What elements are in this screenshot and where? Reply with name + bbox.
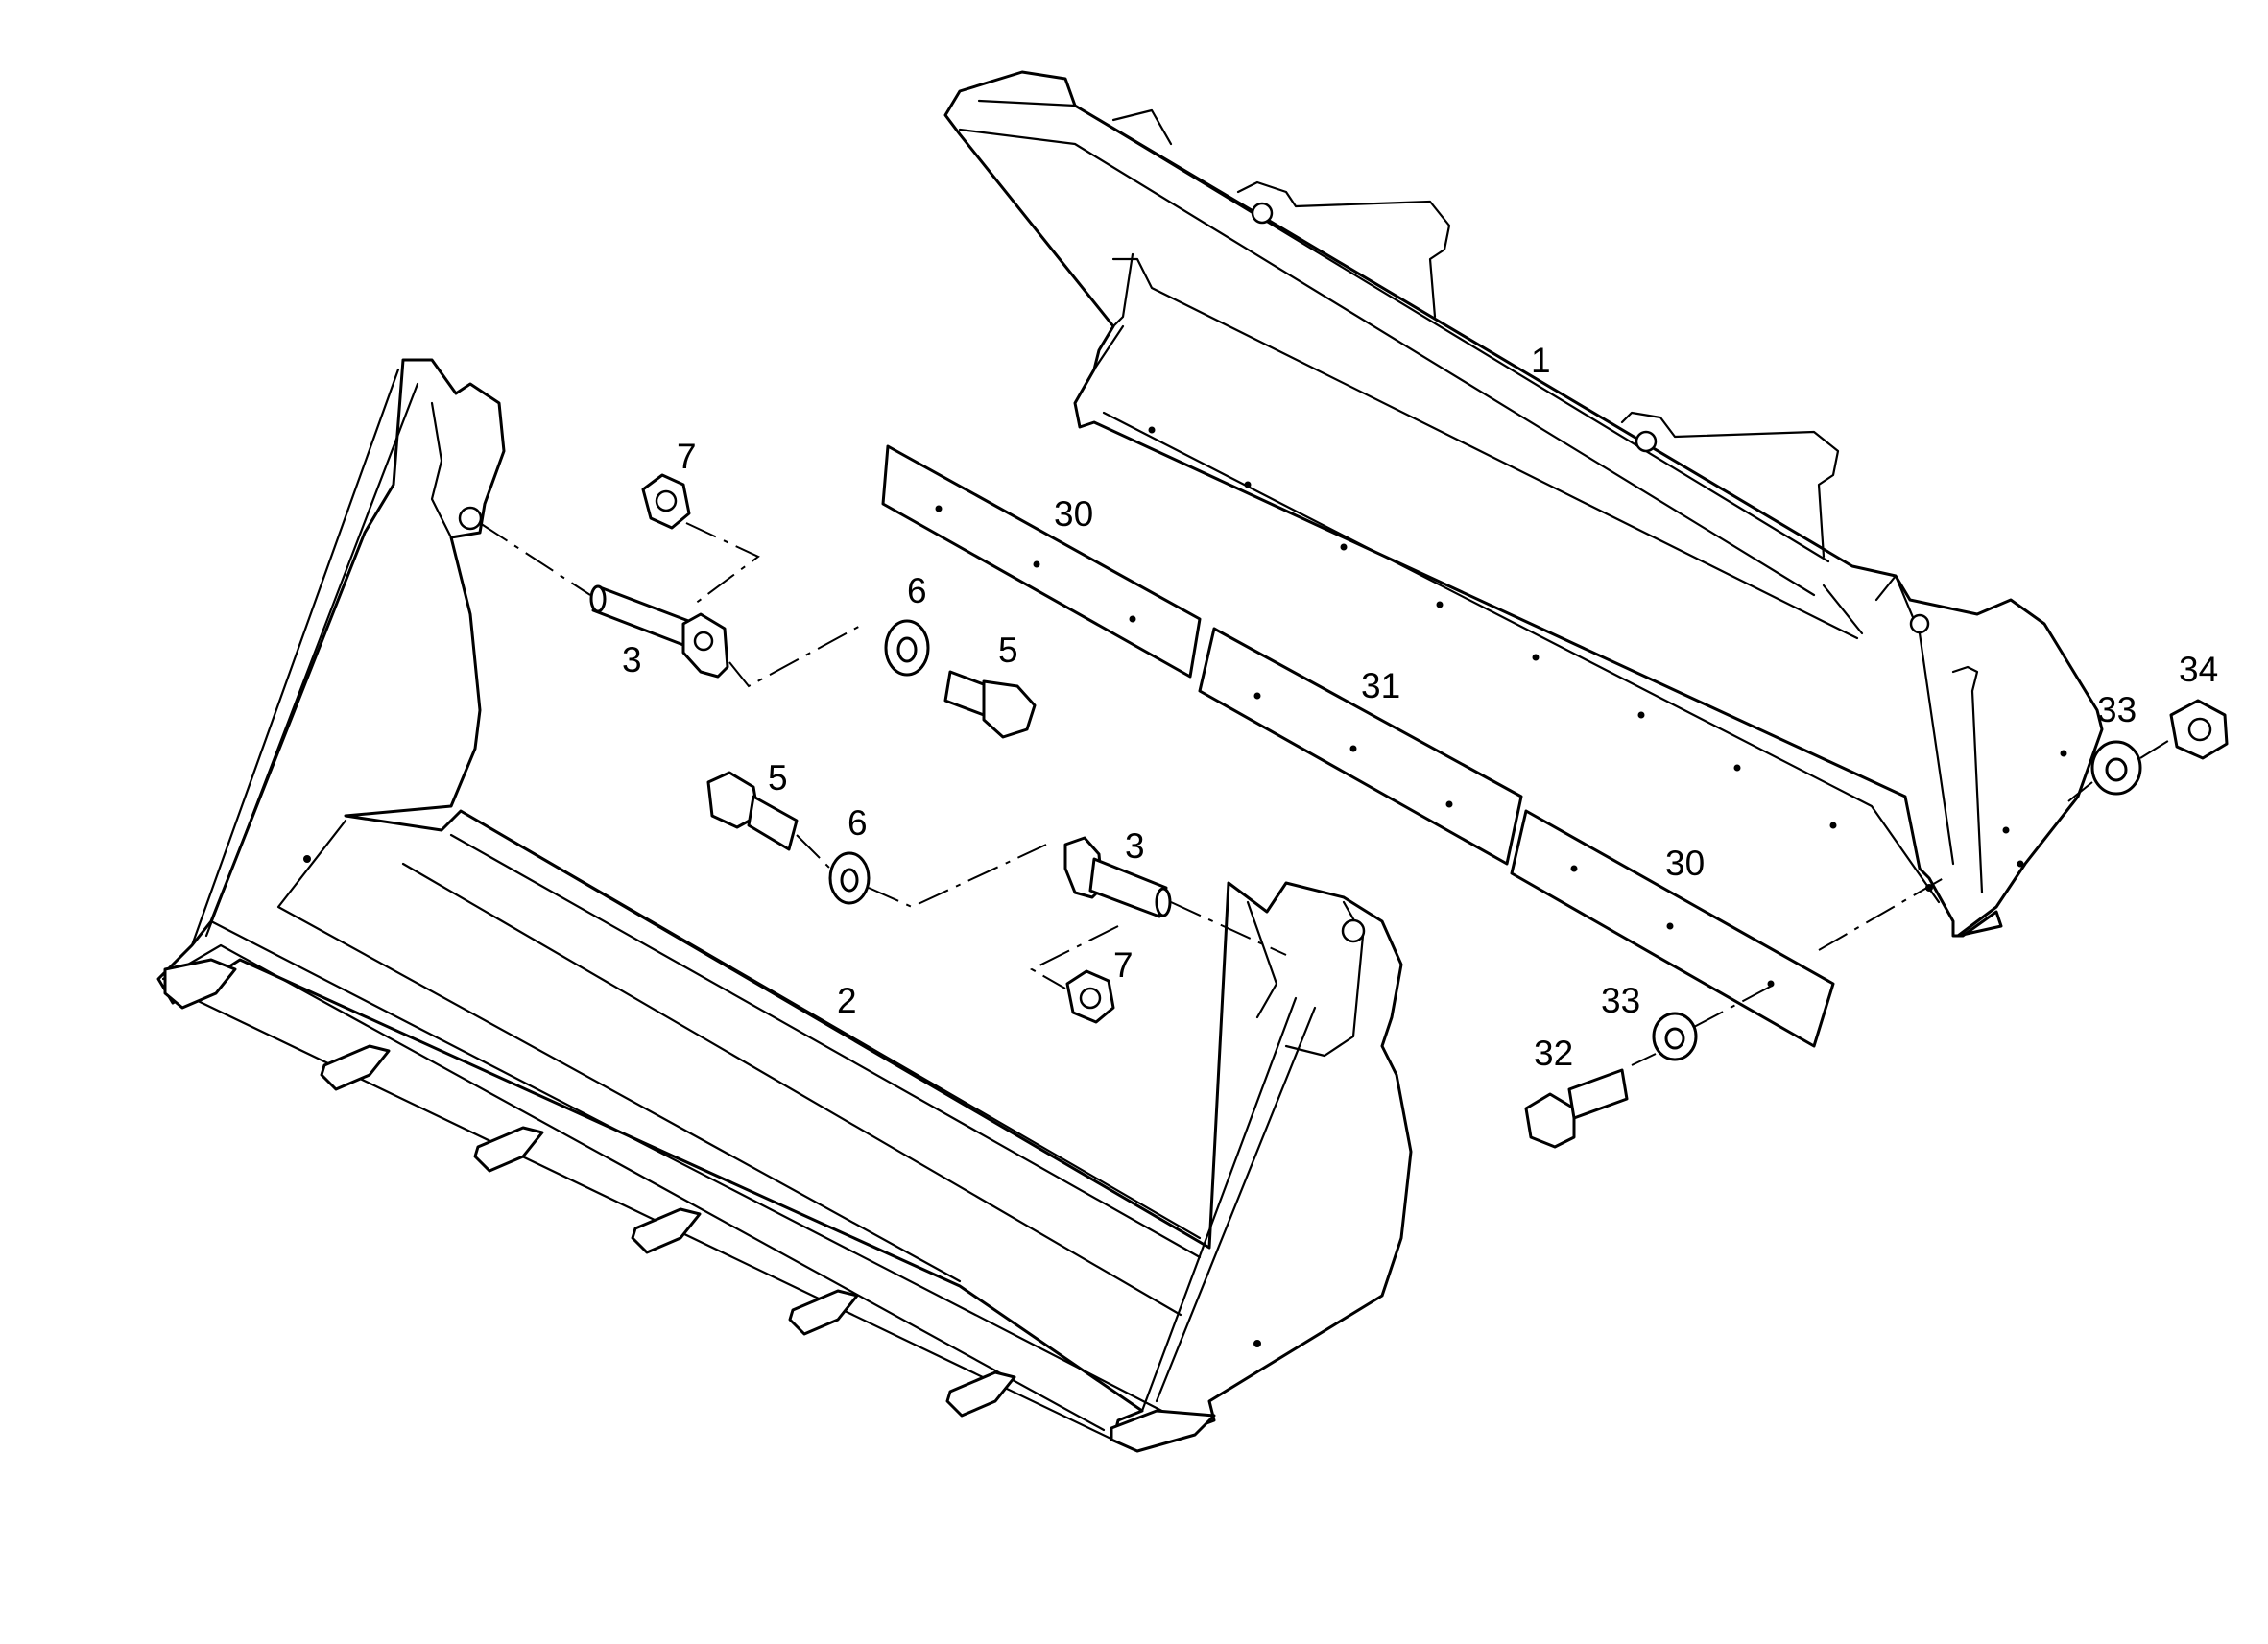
callout-6-upper: 6 bbox=[907, 571, 927, 610]
pin-part-3-lower bbox=[1063, 836, 1172, 918]
bolt-part-5-upper bbox=[943, 670, 1037, 739]
wear-strip-part-30-upper bbox=[881, 444, 1202, 679]
nut-part-7-upper bbox=[641, 473, 691, 530]
callout-7-upper: 7 bbox=[677, 437, 697, 476]
callout-31: 31 bbox=[1361, 666, 1400, 705]
bucket-part-2 bbox=[156, 358, 1413, 1453]
washer-part-6-lower bbox=[828, 851, 871, 905]
callout-2: 2 bbox=[837, 981, 857, 1020]
washer-part-33-lower bbox=[1652, 1012, 1698, 1061]
wear-strip-part-30-lower bbox=[1510, 809, 1835, 1048]
callout-30-lower: 30 bbox=[1665, 844, 1705, 883]
callout-34: 34 bbox=[2179, 650, 2218, 689]
bolt-part-32 bbox=[1524, 1068, 1629, 1149]
callout-33-lower: 33 bbox=[1601, 981, 1640, 1020]
wear-strip-part-31 bbox=[1198, 627, 1523, 866]
bolt-part-5-lower bbox=[706, 771, 799, 851]
callout-7-lower: 7 bbox=[1113, 945, 1134, 985]
callout-3-upper: 3 bbox=[622, 640, 642, 679]
pin-part-3-upper bbox=[589, 584, 729, 679]
leader-lines bbox=[479, 522, 2172, 1066]
callout-6-lower: 6 bbox=[848, 803, 868, 843]
washer-part-6-upper bbox=[884, 619, 930, 677]
callout-33-upper: 33 bbox=[2097, 690, 2137, 729]
callout-30-upper: 30 bbox=[1054, 494, 1093, 534]
callout-32: 32 bbox=[1534, 1034, 1573, 1073]
callout-5-upper: 5 bbox=[998, 631, 1018, 670]
washer-part-33-upper bbox=[2090, 740, 2142, 796]
callout-3-lower: 3 bbox=[1125, 826, 1145, 866]
callout-1: 1 bbox=[1531, 341, 1551, 380]
callout-labels: 1 2 3 3 5 5 6 6 7 7 30 30 31 32 33 33 34 bbox=[622, 341, 2218, 1073]
callout-5-lower: 5 bbox=[768, 758, 788, 798]
nut-part-34 bbox=[2169, 699, 2229, 760]
nut-part-7-lower bbox=[1065, 969, 1115, 1024]
bucket-shell-part-1 bbox=[943, 70, 2104, 938]
